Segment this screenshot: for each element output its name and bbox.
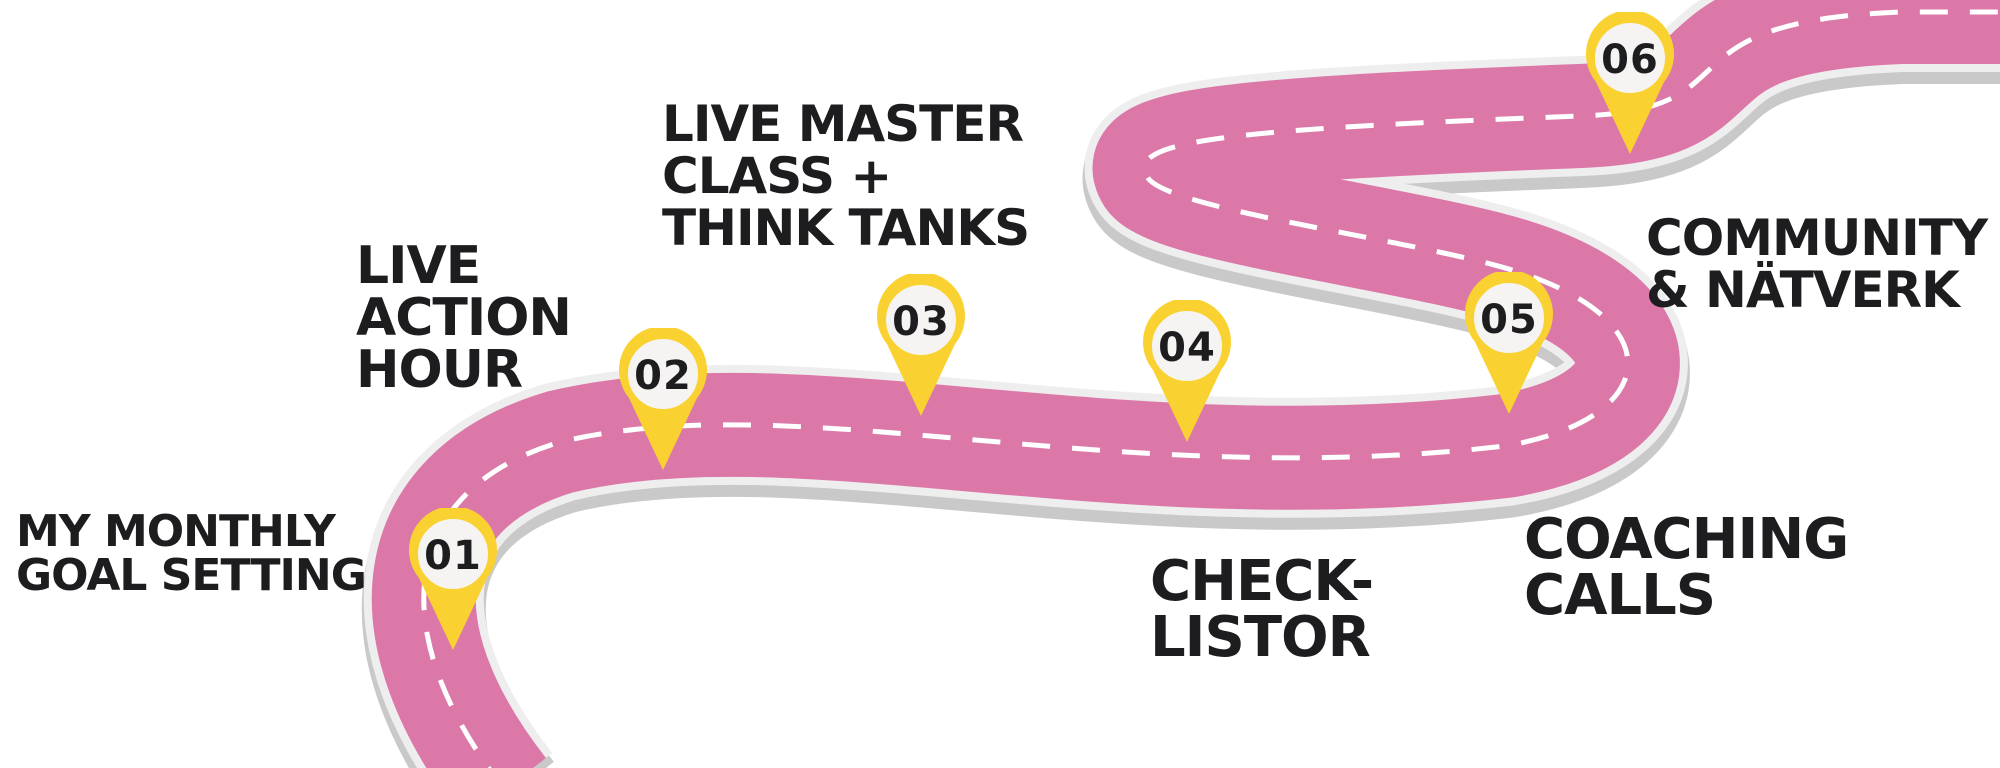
- step-05-label-line: COACHING: [1524, 507, 1849, 572]
- step-04-number: 04: [1158, 325, 1216, 371]
- step-03-label-line: CLASS +: [662, 147, 892, 205]
- step-03-label-line: LIVE MASTER: [662, 95, 1024, 153]
- step-04-label: CHECK- LISTOR: [1150, 549, 1374, 670]
- step-06-number: 06: [1601, 37, 1659, 83]
- step-03-number: 03: [892, 299, 950, 345]
- step-02-label-line: ACTION: [356, 288, 572, 348]
- map-pin-icon: [409, 508, 497, 650]
- map-pin-icon: [1586, 12, 1674, 154]
- step-03-label: LIVE MASTER CLASS + THINK TANKS: [662, 95, 1030, 257]
- step-06-pin: 06: [1582, 12, 1678, 154]
- step-06-label-line: & NÄTVERK: [1646, 261, 1960, 319]
- step-05-label-line: CALLS: [1524, 563, 1716, 628]
- step-02-pin: 02: [615, 328, 711, 470]
- step-04-label-line: CHECK-: [1150, 549, 1374, 614]
- map-pin-icon: [619, 328, 707, 470]
- step-02-label-line: LIVE: [356, 236, 481, 296]
- step-04-label-line: LISTOR: [1150, 605, 1371, 670]
- step-06-label-line: COMMUNITY: [1646, 209, 1988, 267]
- step-01-label-line: GOAL SETTING: [16, 550, 367, 601]
- step-06-label: COMMUNITY & NÄTVERK: [1646, 209, 1988, 319]
- map-pin-icon: [1143, 300, 1231, 442]
- step-03-label-line: THINK TANKS: [662, 199, 1030, 257]
- step-04-pin: 04: [1139, 300, 1235, 442]
- step-02-number: 02: [634, 353, 692, 399]
- step-01-label: MY MONTHLY GOAL SETTING: [16, 506, 367, 601]
- map-pin-icon: [877, 274, 965, 416]
- step-02-label: LIVE ACTION HOUR: [356, 236, 572, 400]
- step-01-pin: 01: [405, 508, 501, 650]
- step-05-label: COACHING CALLS: [1524, 507, 1849, 628]
- step-01-label-line: MY MONTHLY: [16, 506, 336, 557]
- map-pin-icon: [1465, 272, 1553, 414]
- step-02-label-line: HOUR: [356, 340, 523, 400]
- road-surface: [371, 0, 2000, 768]
- step-01-number: 01: [424, 533, 482, 579]
- step-05-number: 05: [1480, 297, 1538, 343]
- step-03-pin: 03: [873, 274, 969, 416]
- step-05-pin: 05: [1461, 272, 1557, 414]
